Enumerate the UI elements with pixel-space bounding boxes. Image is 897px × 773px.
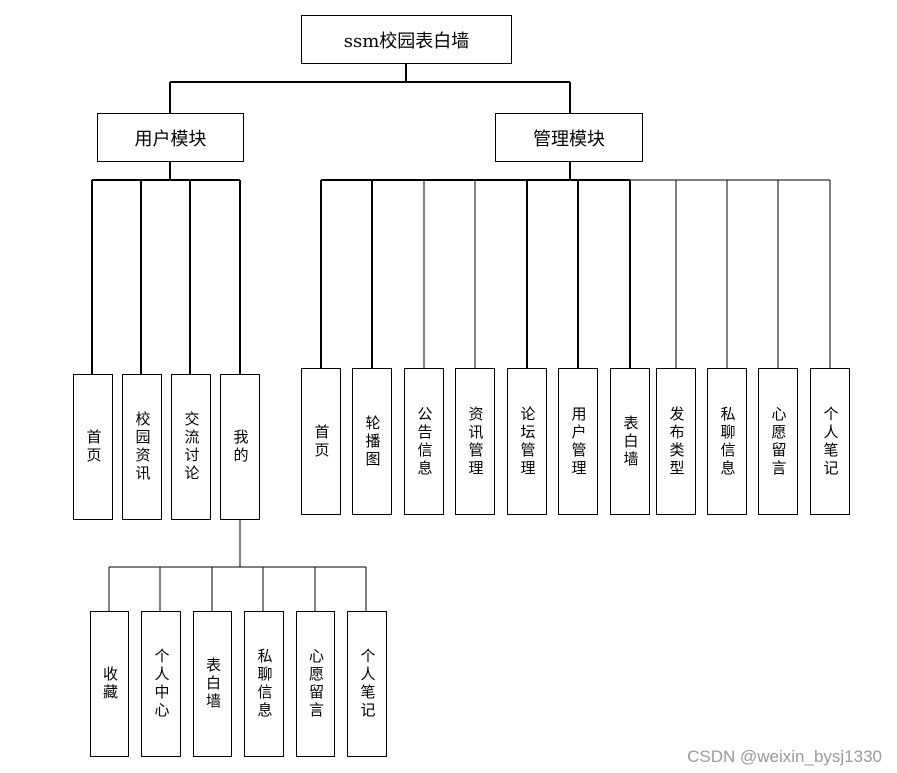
user-item-campus-news: 校园资讯 [122,374,162,520]
my-item-private-messages: 私聊信息 [244,611,284,757]
user-item-mine: 我的 [220,374,260,520]
user-module-label: 用户模块 [134,128,207,150]
my-item-personal-notes: 个人笔记 [347,611,387,757]
root-node: ssm校园表白墙 [301,15,512,64]
admin-item-label: 轮播图 [363,414,382,469]
admin-item-label: 首页 [312,423,331,460]
my-item-label: 个人笔记 [358,648,377,720]
user-module-node: 用户模块 [97,113,244,162]
user-item-label: 我的 [231,429,250,465]
admin-item-label: 用户管理 [569,405,588,478]
my-item-label: 收藏 [101,666,119,702]
admin-item-post-types: 发布类型 [656,368,696,515]
admin-item-announcements: 公告信息 [404,368,444,515]
user-item-label: 交流讨论 [182,411,201,483]
user-item-label: 校园资讯 [133,411,152,483]
my-item-personal-center: 个人中心 [141,611,181,757]
my-item-label: 心愿留言 [307,648,325,720]
admin-item-label: 公告信息 [415,405,434,478]
admin-item-label: 个人笔记 [821,405,840,478]
my-item-label: 私聊信息 [255,648,274,720]
admin-item-label: 资讯管理 [466,405,485,478]
admin-item-user-management: 用户管理 [558,368,598,515]
user-item-home: 首页 [73,374,113,520]
admin-item-private-messages: 私聊信息 [707,368,747,515]
admin-item-label: 表白墙 [621,414,640,469]
my-item-label: 表白墙 [204,657,222,711]
root-label: ssm校园表白墙 [343,30,470,52]
admin-item-news-management: 资讯管理 [455,368,495,515]
admin-item-home: 首页 [301,368,341,515]
my-item-label: 个人中心 [152,648,171,720]
user-item-label: 首页 [84,429,103,465]
admin-item-confession-wall: 表白墙 [610,368,650,515]
watermark-text: CSDN @weixin_bysj1330 [687,747,882,766]
admin-item-wish-messages: 心愿留言 [758,368,798,515]
admin-item-label: 私聊信息 [718,405,737,478]
user-item-discussion: 交流讨论 [171,374,211,520]
admin-item-personal-notes: 个人笔记 [810,368,850,515]
my-item-favorites: 收藏 [90,611,129,757]
admin-module-node: 管理模块 [495,113,643,162]
admin-module-label: 管理模块 [533,128,605,150]
admin-item-carousel: 轮播图 [352,368,392,515]
my-item-wish-messages: 心愿留言 [296,611,335,757]
my-item-confession-wall: 表白墙 [193,611,232,757]
admin-item-label: 论坛管理 [518,405,537,478]
admin-item-label: 发布类型 [667,405,686,478]
admin-item-label: 心愿留言 [769,405,788,478]
admin-item-forum-management: 论坛管理 [507,368,547,515]
